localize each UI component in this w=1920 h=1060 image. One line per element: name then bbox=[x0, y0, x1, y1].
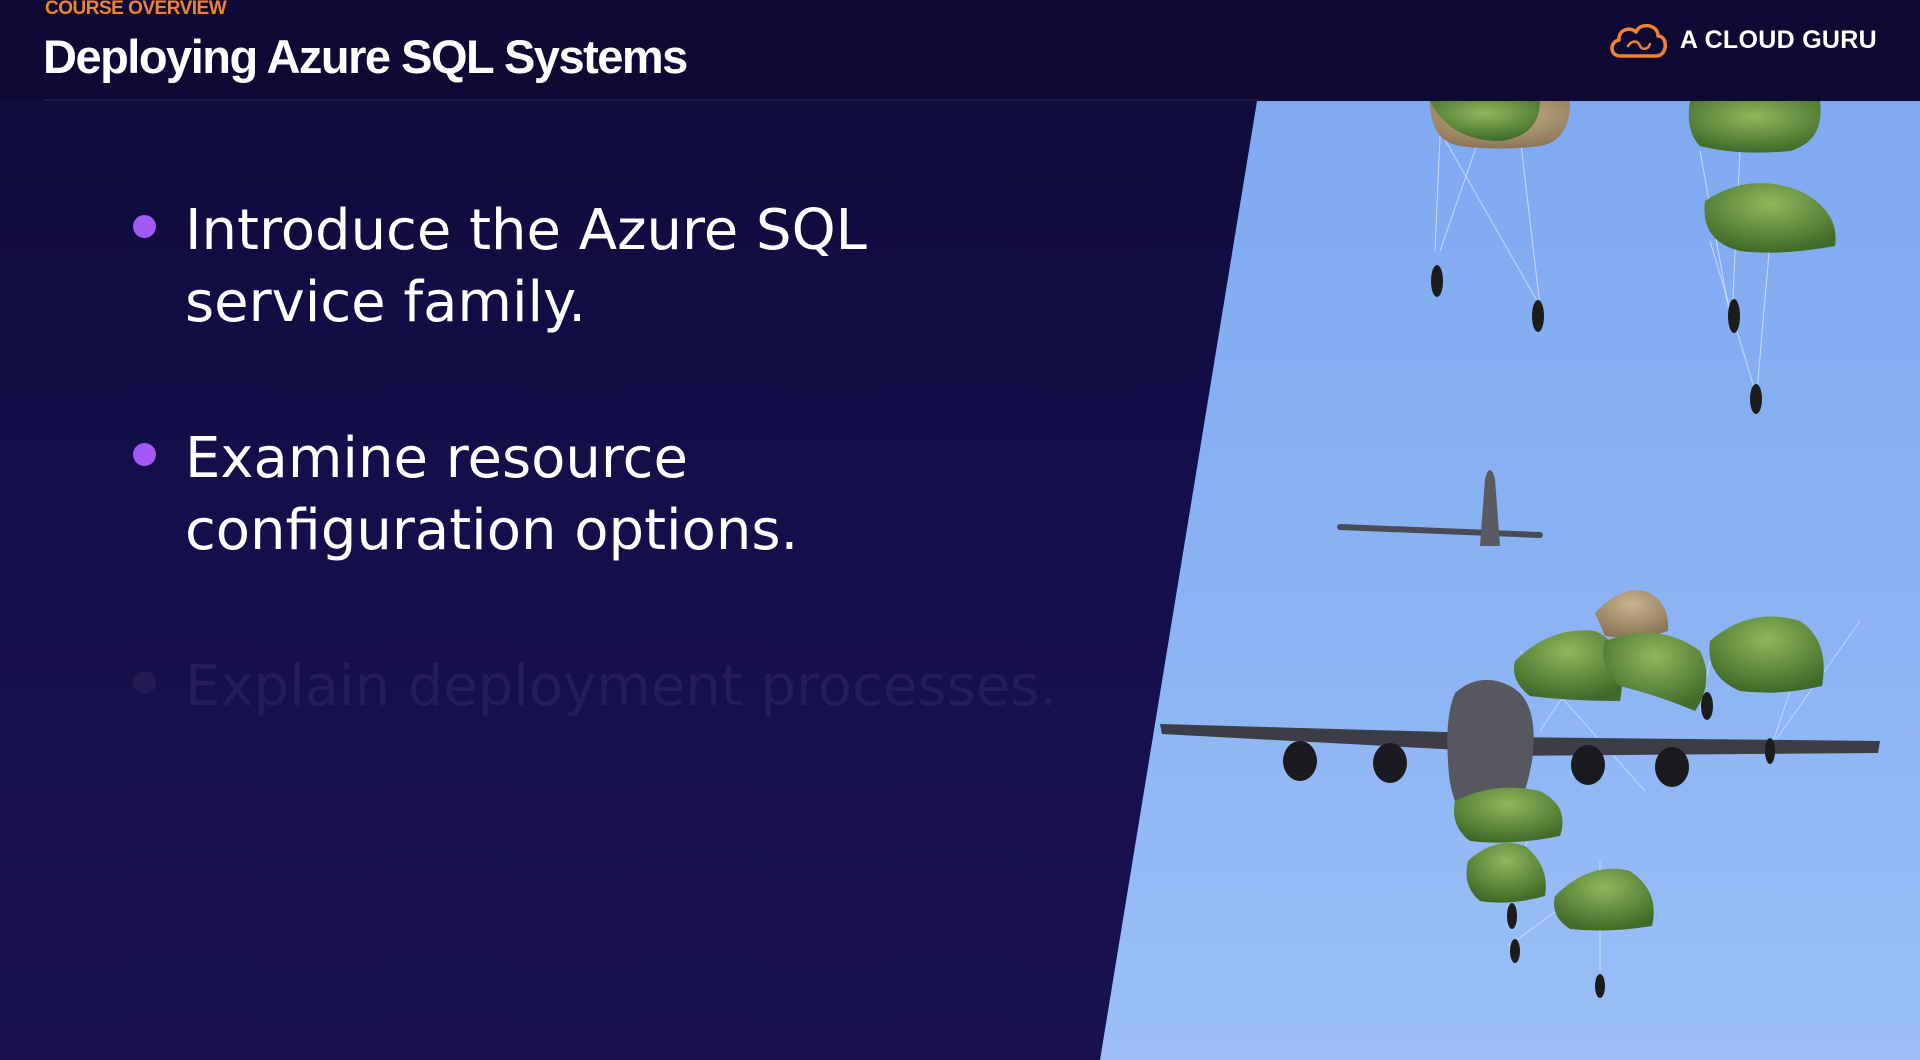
header-divider bbox=[43, 99, 1258, 101]
bullet-dot-icon bbox=[133, 671, 156, 694]
page-title: Deploying Azure SQL Systems bbox=[43, 30, 688, 83]
hero-photo-paratroopers bbox=[1100, 101, 1920, 1060]
brand-logo: A CLOUD GURU bbox=[1606, 18, 1877, 62]
bullet-text: Explain deployment processes. bbox=[185, 654, 1058, 719]
bullet-text: Examine resource configuration options. bbox=[185, 426, 799, 563]
bullet-list: Introduce the Azure SQL service family. … bbox=[133, 195, 1133, 807]
bullet-item-upcoming: Explain deployment processes. bbox=[133, 651, 1133, 723]
header-bar: COURSE OVERVIEW Deploying Azure SQL Syst… bbox=[0, 0, 1920, 101]
bullet-dot-icon bbox=[133, 215, 156, 238]
cloud-icon bbox=[1610, 23, 1667, 58]
brand-name: A CLOUD GURU bbox=[1679, 25, 1877, 54]
aircraft-parachutes-illustration bbox=[1160, 101, 1880, 998]
bullet-item: Examine resource configuration options. bbox=[133, 423, 1133, 567]
section-eyebrow: COURSE OVERVIEW bbox=[45, 0, 227, 19]
bullet-dot-icon bbox=[133, 443, 156, 466]
bullet-text: Introduce the Azure SQL service family. bbox=[185, 198, 867, 335]
bullet-item: Introduce the Azure SQL service family. bbox=[133, 195, 1133, 339]
